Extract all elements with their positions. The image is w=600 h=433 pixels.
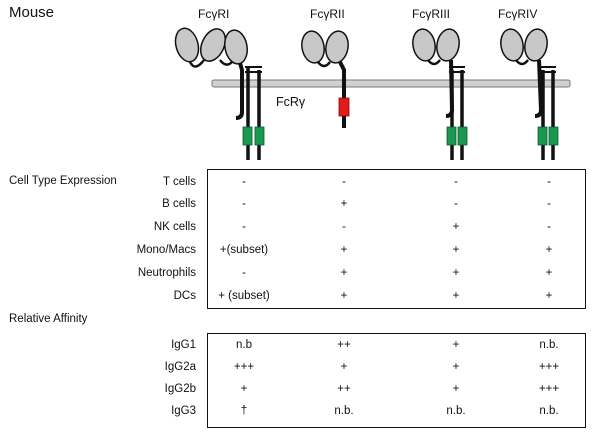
affinity-cell: n.b <box>236 339 252 351</box>
cell-type-expression-heading: Cell Type Expression <box>9 175 117 187</box>
fcgr4-tail <box>534 59 544 118</box>
fcgr4-fcr-gamma-bridge <box>540 66 556 73</box>
affinity-cell: +++ <box>538 383 560 395</box>
expression-cell: - <box>242 198 246 210</box>
fcgr2-itim <box>338 97 350 117</box>
affinity-cell: ++ <box>337 383 351 395</box>
expression-cell: - <box>454 176 458 188</box>
fcgr3-ig-domain-2 <box>436 28 460 62</box>
fcgr4-ig-domain-2 <box>524 28 548 62</box>
expression-table-box <box>207 169 586 309</box>
fcgr2-ig-domain-1 <box>301 30 325 64</box>
expression-cell: + <box>545 244 553 256</box>
affinity-cell: +++ <box>233 361 255 373</box>
expression-row-label: T cells <box>162 176 196 188</box>
affinity-row-label: IgG1 <box>171 339 196 351</box>
expression-cell: - <box>242 221 246 233</box>
expression-row-label: B cells <box>162 198 196 210</box>
affinity-cell: n.b. <box>539 405 559 417</box>
fcgr3-ig-domain-1 <box>412 28 436 62</box>
figure-title: Mouse <box>9 4 55 21</box>
expression-cell: + (subset) <box>218 290 270 302</box>
fcgr1-linker <box>188 59 233 68</box>
fcgr1-tail <box>235 62 244 120</box>
receptor-name-fcgr2: FcγRII <box>310 7 345 21</box>
fcgr1-itam-a <box>242 126 253 146</box>
fcgr3-itam-a <box>446 126 457 146</box>
fcgr2-tail <box>338 61 346 128</box>
expression-cell: - <box>242 267 246 279</box>
affinity-cell: + <box>240 383 248 395</box>
expression-cell: + <box>452 290 460 302</box>
fcgr1-fcr-gamma-bridge <box>245 66 262 73</box>
affinity-cell: n.b. <box>446 405 466 417</box>
expression-cell: + <box>452 267 460 279</box>
fcgr4-structure <box>500 28 559 160</box>
expression-cell: + <box>340 198 348 210</box>
relative-affinity-heading: Relative Affinity <box>9 313 88 325</box>
fcgr1-ig-domain-1 <box>174 27 200 63</box>
fcgr4-linker <box>515 59 529 66</box>
expression-cell: - <box>547 198 551 210</box>
expression-cell: - <box>342 176 346 188</box>
fcgr4-ig-domain-1 <box>500 28 524 62</box>
fcgr1-itam-b <box>254 126 265 146</box>
expression-cell: - <box>342 221 346 233</box>
expression-row-label: Neutrophils <box>137 267 196 279</box>
fcgr2-linker <box>317 61 331 68</box>
affinity-cell: + <box>340 361 348 373</box>
expression-cell: + <box>340 267 348 279</box>
expression-row-label: DCs <box>173 290 196 302</box>
fcgr1-ig-domain-2 <box>199 28 227 62</box>
expression-cell: - <box>242 176 246 188</box>
affinity-cell: + <box>452 339 460 351</box>
expression-cell: + <box>340 244 348 256</box>
expression-cell: + <box>545 290 553 302</box>
expression-cell: + <box>452 221 460 233</box>
expression-cell: + <box>545 267 553 279</box>
fcgr1-ig-domain-3 <box>224 29 248 65</box>
expression-cell: +(subset) <box>219 244 269 256</box>
affinity-row-label: IgG2b <box>164 383 196 395</box>
fcgr3-structure <box>412 28 468 160</box>
fcgr3-itam-b <box>457 126 468 146</box>
affinity-table-box <box>207 333 586 428</box>
expression-cell: - <box>547 221 551 233</box>
fcgr2-ig-domain-2 <box>325 30 349 64</box>
cell-membrane <box>211 79 571 88</box>
affinity-cell: ++ <box>337 339 351 351</box>
affinity-cell: n.b. <box>334 405 354 417</box>
fcgr4-itam-a <box>537 126 548 146</box>
expression-cell: - <box>454 198 458 210</box>
receptor-name-fcgr1: FcγRI <box>198 7 230 21</box>
affinity-cell: + <box>452 361 460 373</box>
affinity-row-label: IgG2a <box>164 361 196 373</box>
expression-cell: + <box>340 290 348 302</box>
expression-row-label: NK cells <box>153 221 196 233</box>
fcgr2-structure <box>301 30 350 128</box>
expression-row-label: Mono/Macs <box>136 244 196 256</box>
affinity-cell: n.b. <box>539 339 559 351</box>
fcr-gamma-label: FcRγ <box>276 95 306 109</box>
affinity-cell: † <box>240 405 248 417</box>
expression-cell: + <box>452 244 460 256</box>
receptor-name-fcgr3: FcγRIII <box>412 7 450 21</box>
fcgr3-linker <box>427 59 441 66</box>
affinity-row-label: IgG3 <box>171 405 196 417</box>
affinity-cell: + <box>452 383 460 395</box>
fcgr4-itam-b <box>548 126 559 146</box>
expression-cell: - <box>547 176 551 188</box>
affinity-cell: +++ <box>538 361 560 373</box>
receptor-name-fcgr4: FcγRIV <box>498 7 538 21</box>
fcgr1-structure <box>174 27 265 160</box>
fcgr3-fcr-gamma-bridge <box>449 66 465 73</box>
